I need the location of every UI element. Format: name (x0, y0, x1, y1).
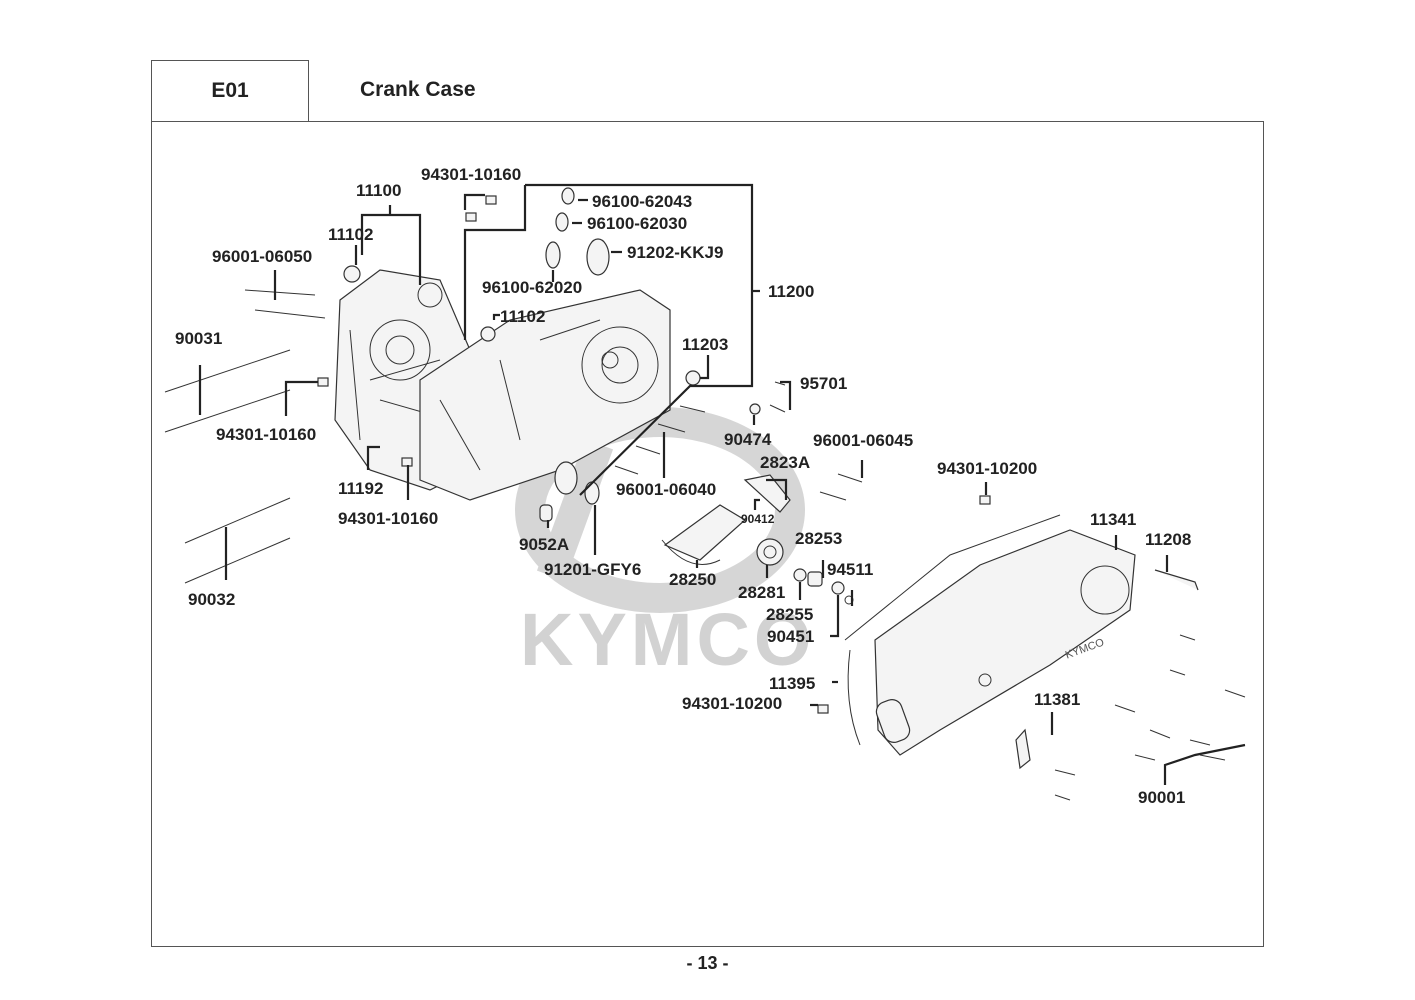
leader-94301-10160-a (463, 193, 485, 210)
part-label: 28281 (738, 583, 785, 602)
page-number: - 13 - (686, 953, 729, 973)
part-label: 11192 (338, 479, 383, 498)
part-label: 90001 (1138, 788, 1185, 807)
part-label: 94511 (827, 560, 873, 579)
part-labels: 11100 94301-10160 96100-62043 96100-6203… (175, 165, 1191, 807)
part-label: 90451 (767, 627, 814, 646)
part-label: 11100 (356, 181, 401, 200)
transmission-cover-illustration: KYMCO (844, 514, 1136, 756)
part-label: 94301-10160 (421, 165, 521, 184)
part-label: 28250 (669, 570, 716, 589)
small-parts-illustration (317, 187, 1246, 801)
leader-2823A (766, 478, 788, 500)
part-label: 9052A (519, 535, 569, 554)
part-label: 95701 (800, 374, 847, 393)
part-label: 28253 (795, 529, 842, 548)
section-title: Crank Case (360, 78, 476, 101)
part-label: 11208 (1145, 530, 1191, 549)
part-label: 94301-10200 (937, 459, 1037, 478)
watermark-ring (515, 407, 805, 613)
part-label: 11203 (682, 335, 728, 354)
part-label: 91201-GFY6 (544, 560, 641, 579)
part-label: 90474 (724, 430, 772, 449)
part-label: 2823A (760, 453, 810, 472)
leader-90001 (1163, 743, 1246, 785)
leader-11192 (366, 445, 380, 470)
section-code-text: E01 (211, 79, 249, 102)
watermark-text: KYMCO (520, 598, 815, 681)
part-label: 96100-62020 (482, 278, 582, 297)
part-label: 90412 (741, 512, 775, 526)
part-label: 28255 (766, 605, 813, 624)
studs-illustration (164, 289, 326, 584)
part-label: 11381 (1034, 690, 1080, 709)
part-label: 91202-KKJ9 (627, 243, 723, 262)
part-label: 90032 (188, 590, 235, 609)
part-label: 96001-06050 (212, 247, 312, 266)
part-label: 11395 (769, 674, 815, 693)
part-label: 96001-06040 (616, 480, 716, 499)
part-label: 11102 (328, 225, 373, 244)
part-label: 11200 (768, 282, 814, 301)
part-label: 96001-06045 (813, 431, 913, 450)
part-label: 11341 (1090, 510, 1136, 529)
watermark-bar (536, 439, 614, 581)
leader-lines (198, 183, 1246, 785)
part-label: 94301-10200 (682, 694, 782, 713)
leader-11200-box (525, 183, 754, 496)
leader-95701 (780, 380, 792, 410)
part-label: 94301-10160 (216, 425, 316, 444)
part-label: 94301-10160 (338, 509, 438, 528)
kymco-watermark: KYMCO (515, 407, 815, 681)
leader-11200-box-left (463, 185, 527, 340)
leader-94301-10160-b (284, 380, 318, 416)
part-label: 11102 (500, 307, 545, 326)
diagram-frame (151, 121, 1264, 947)
part-label: 90031 (175, 329, 222, 348)
section-code: E01 (151, 60, 309, 121)
part-label: 96100-62030 (587, 214, 687, 233)
part-label: 96100-62043 (592, 192, 692, 211)
